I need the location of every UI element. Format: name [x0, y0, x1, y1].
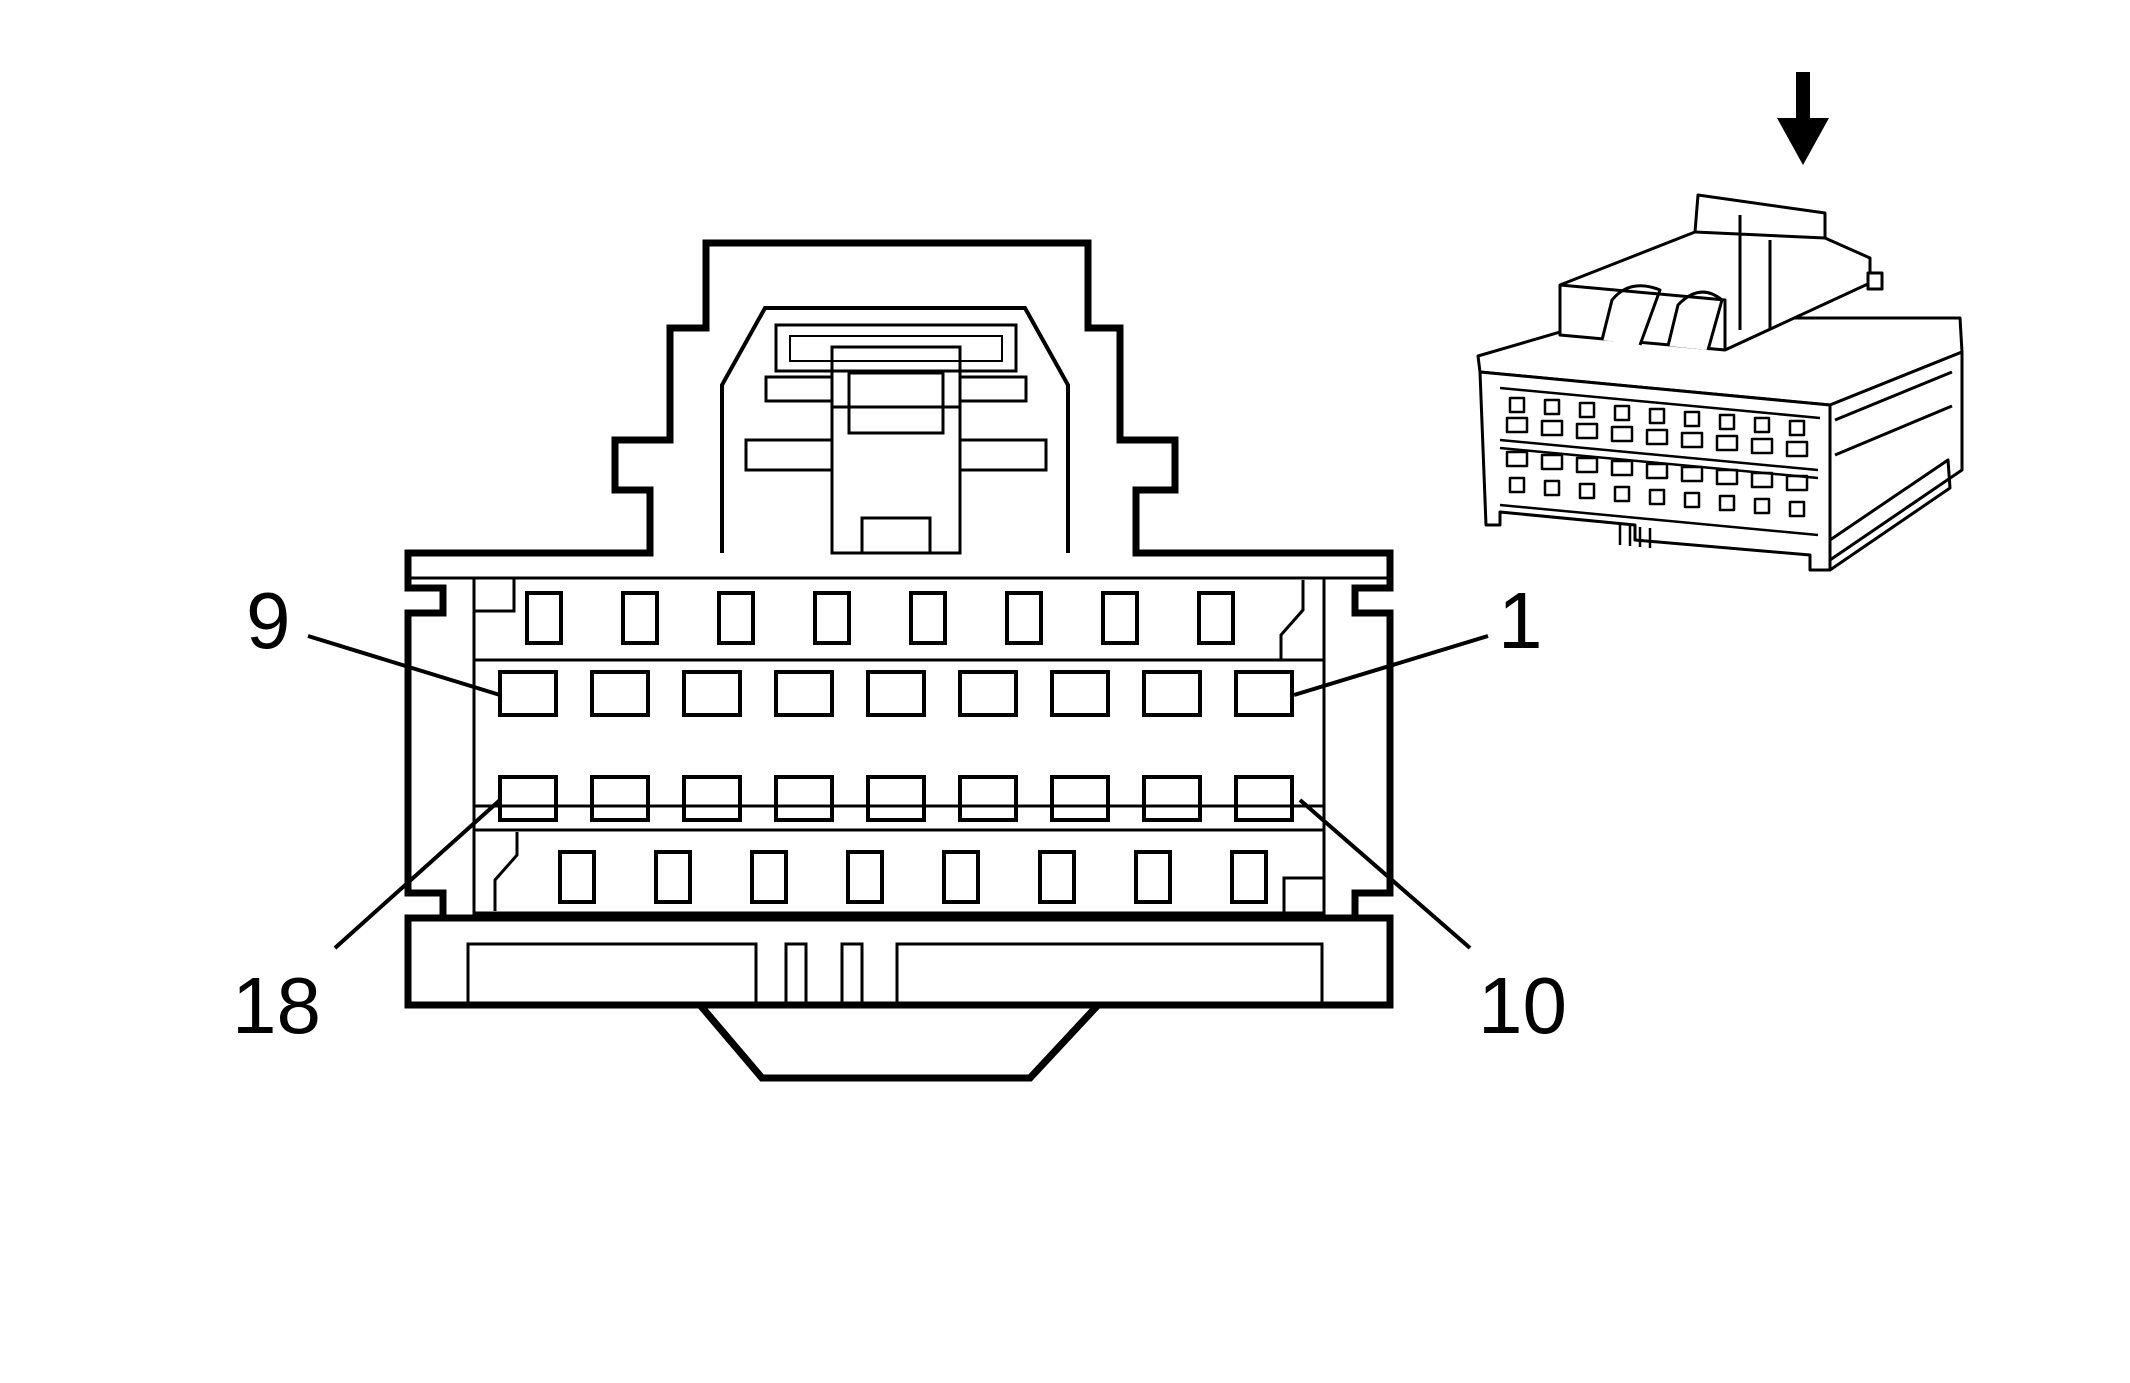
cavity: [958, 775, 1018, 822]
latch-stem: [830, 405, 962, 555]
key-notch-bottom-right: [1282, 876, 1326, 915]
lower-row-cavities: [498, 775, 1294, 822]
cavity-frame: [472, 576, 1326, 915]
latch-window: [847, 371, 945, 435]
lock-slot: [1005, 591, 1043, 645]
upper-row-cavities: [498, 670, 1294, 717]
cavity: [774, 670, 834, 717]
cavity: [1234, 775, 1294, 822]
lock-slot: [1038, 850, 1076, 904]
chamfer-top-right: [1279, 580, 1305, 660]
cavity: [498, 775, 558, 822]
lock-slot: [750, 850, 788, 904]
inset-side-peg: [1866, 271, 1884, 291]
leader-line-pin-10: [1298, 798, 1472, 950]
cavity: [590, 775, 650, 822]
cavity: [774, 775, 834, 822]
cavity: [866, 670, 926, 717]
inset-front-divider: [1499, 386, 1821, 537]
lock-slot: [1134, 850, 1172, 904]
latch-top-bar-inner: [789, 335, 1003, 362]
lock-slot: [1101, 591, 1139, 645]
leader-line-pin-9: [307, 634, 501, 697]
base-rib-2: [840, 942, 864, 1007]
lock-slot: [525, 591, 563, 645]
inset-bottom-pegs: [1618, 525, 1652, 548]
base-foot: [697, 1002, 1101, 1082]
pin-label-10: 10: [1478, 961, 1567, 1050]
lock-slot: [813, 591, 851, 645]
latch-bridge: [830, 345, 962, 409]
cavity: [682, 670, 742, 717]
pin-label-1: 1: [1498, 576, 1543, 665]
cavity: [1142, 775, 1202, 822]
pin-label-9: 9: [246, 576, 291, 665]
latch-tab-right: [958, 438, 1048, 472]
cavity: [1234, 670, 1294, 717]
bottom-locking-slots: [558, 850, 1268, 904]
key-notch-top-left: [472, 576, 516, 613]
lock-slot: [846, 850, 884, 904]
down-arrow-icon: [1777, 72, 1829, 165]
leader-lines: [307, 634, 1489, 950]
lock-slot: [621, 591, 659, 645]
top-locking-slots: [525, 591, 1235, 645]
lock-slot: [942, 850, 980, 904]
cavity: [958, 670, 1018, 717]
connector-face: [404, 239, 1394, 1082]
cavity: [1050, 775, 1110, 822]
latch-tab-left: [744, 438, 834, 472]
inset-right-rail: [1829, 458, 1952, 572]
base-plate: [404, 914, 1394, 1009]
chamfer-bottom-left: [493, 832, 519, 911]
latch-release-button: [860, 516, 932, 555]
lock-slot: [717, 591, 755, 645]
base-slot-right: [895, 942, 1324, 1007]
latch-arm-right: [958, 375, 1028, 403]
cavity: [1142, 670, 1202, 717]
base-slot-left: [466, 942, 758, 1007]
latch-arm-left: [764, 375, 834, 403]
latch-top-bar: [774, 323, 1018, 373]
lock-slot: [1197, 591, 1235, 645]
lock-slot: [909, 591, 947, 645]
lock-slot: [654, 850, 692, 904]
latch-frame: [720, 306, 1070, 553]
connector-isometric-inset: [1476, 72, 1964, 572]
cavity: [682, 775, 742, 822]
inset-latch-spine: [1559, 215, 1826, 350]
lock-slot: [558, 850, 596, 904]
cavity: [866, 775, 926, 822]
inset-right-step: [1834, 370, 1953, 457]
cavity: [1050, 670, 1110, 717]
inset-right-face: [1828, 350, 1964, 562]
inset-front-cavities: [1505, 396, 1809, 518]
leader-line-pin-18: [333, 798, 502, 950]
pin-label-18: 18: [232, 961, 321, 1050]
cavity: [590, 670, 650, 717]
lock-slot: [1230, 850, 1268, 904]
base-rib-1: [784, 942, 808, 1007]
leader-line-pin-1: [1293, 634, 1489, 697]
cavity: [498, 670, 558, 717]
inset-latch-arm-left: [1600, 284, 1662, 346]
